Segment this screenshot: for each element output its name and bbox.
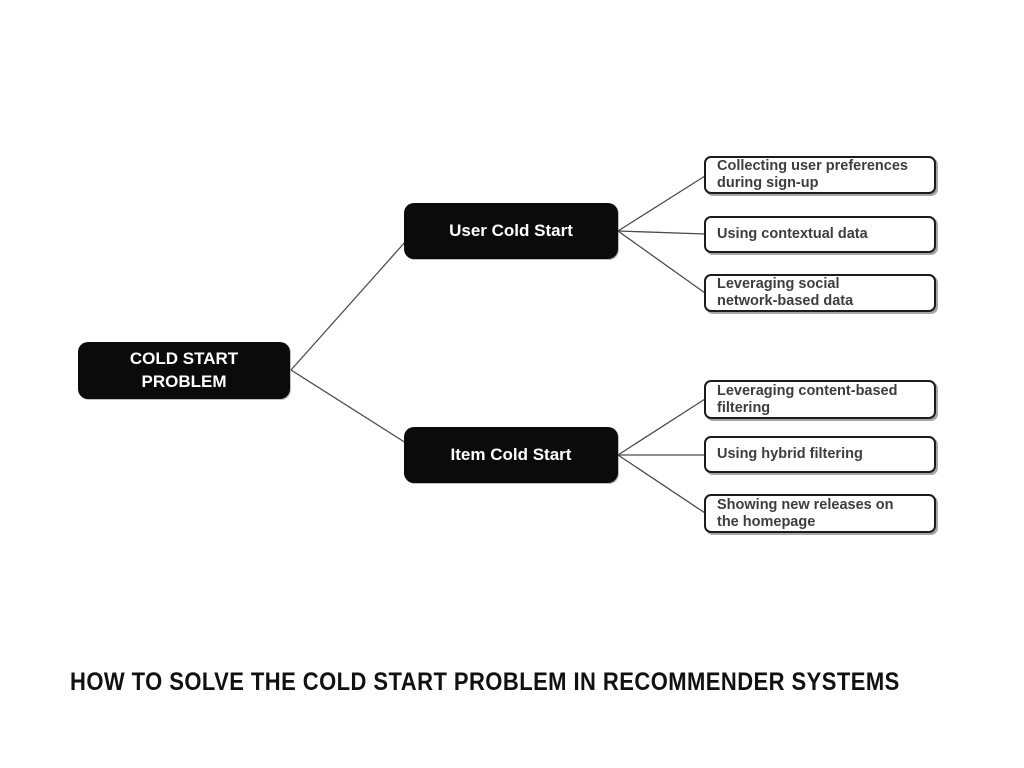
leaf-node-label: Showing new releases on the homepage xyxy=(717,496,894,530)
branch-node-label: User Cold Start xyxy=(449,220,573,240)
leaf-node-showing-new-releases: Showing new releases on the homepage xyxy=(704,494,936,533)
leaf-node-label: Leveraging content-based filtering xyxy=(717,382,898,416)
leaf-node-label: Collecting user preferences during sign-… xyxy=(717,158,908,191)
page-title: HOW TO SOLVE THE COLD START PROBLEM IN R… xyxy=(70,668,900,696)
leaf-node-collecting-user-preferences: Collecting user preferences during sign-… xyxy=(704,156,936,194)
leaf-node-label: Using contextual data xyxy=(717,226,868,242)
connector-root-item xyxy=(290,369,407,444)
root-node-cold-start-problem: COLD START PROBLEM xyxy=(78,342,290,399)
connector-user-leaf-1 xyxy=(617,175,706,232)
branch-node-label: Item Cold Start xyxy=(450,444,572,464)
leaf-node-label: Using hybrid filtering xyxy=(717,446,863,462)
leaf-node-using-contextual-data: Using contextual data xyxy=(704,216,936,253)
connector-item-leaf-3 xyxy=(617,454,706,514)
branch-node-user-cold-start: User Cold Start xyxy=(404,203,618,259)
branch-node-item-cold-start: Item Cold Start xyxy=(404,427,618,483)
root-node-label: COLD START PROBLEM xyxy=(129,349,239,391)
leaf-node-label: Leveraging social network-based data xyxy=(717,276,854,309)
connector-user-leaf-2 xyxy=(617,230,706,235)
leaf-node-leveraging-social-network-data: Leveraging social network-based data xyxy=(704,274,936,312)
leaf-node-leveraging-content-based-filtering: Leveraging content-based filtering xyxy=(704,380,936,419)
connector-item-leaf-1 xyxy=(617,398,706,456)
connector-user-leaf-3 xyxy=(617,230,706,294)
leaf-node-using-hybrid-filtering: Using hybrid filtering xyxy=(704,436,936,473)
connector-root-user xyxy=(290,240,407,371)
